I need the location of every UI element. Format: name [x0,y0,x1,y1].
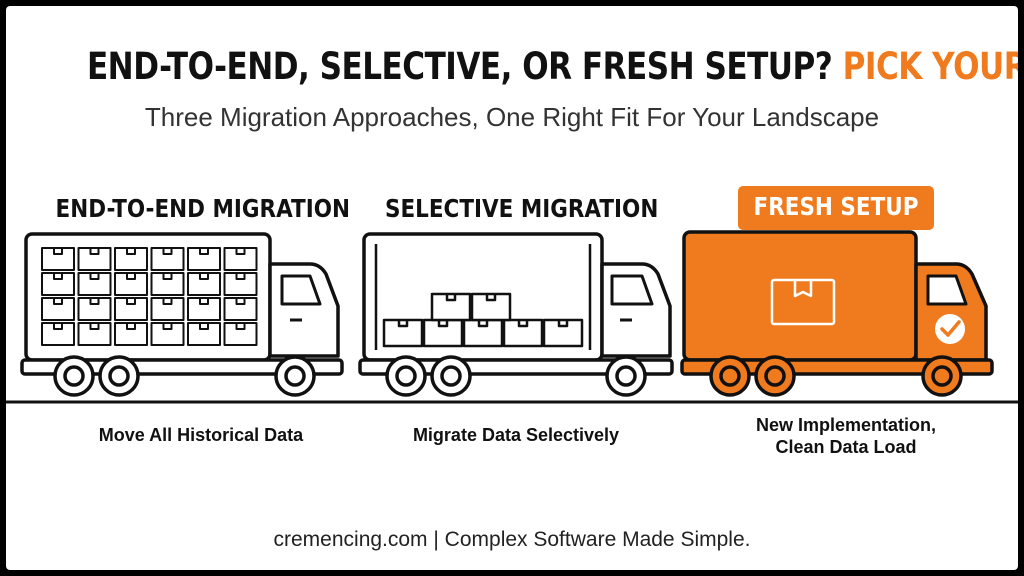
end-to-end-caption: Move All Historical Data [98,425,304,445]
cargo-box-tape [89,323,100,330]
selective-heading: SELECTIVE MIGRATION [385,194,659,223]
cargo-box [41,247,75,271]
fresh-setup-caption: New Implementation, Clean Data Load [696,414,996,458]
check-badge-icon [935,314,965,344]
cargo-box [77,247,112,271]
cargo-box-tape [235,248,246,255]
cargo-box [41,322,75,346]
cargo-box-tape [199,273,209,280]
fresh-setup-caption-line2: Clean Data Load [775,437,917,457]
cargo-box [223,322,258,346]
cargo-box-tape [557,320,569,328]
cargo-box [114,272,148,296]
cargo-box [542,318,584,348]
title-accent: PICK YOUR MOVE [842,45,1018,88]
cargo-box-tape [126,298,136,305]
page-title: END-TO-END, SELECTIVE, OR FRESH SETUP? P… [86,42,1018,92]
cargo-box [150,297,185,321]
cargo-box [77,272,112,296]
cargo-box-tape [199,298,209,305]
cargo-box-tape [199,248,209,255]
cargo-box [502,318,544,348]
cargo-box-tape [53,273,63,280]
cargo-box [150,247,185,271]
cargo-box-tape [162,298,173,305]
cargo-box [77,297,112,321]
cargo-box [223,272,258,296]
cargo-box [187,297,221,321]
cargo-box [114,322,148,346]
fresh-setup-heading: FRESH SETUP [753,192,919,221]
cargo-box-tape [235,323,246,330]
cargo-box [114,247,148,271]
cargo-box [430,292,472,322]
end-to-end-heading: END-TO-END MIGRATION [55,194,351,223]
cargo-box-tape [162,323,173,330]
cargo-box-tape [477,320,489,328]
cargo-box [187,247,221,271]
cargo-box-tape [162,273,173,280]
cargo-box-tape [397,320,409,328]
infographic-canvas: END-TO-END, SELECTIVE, OR FRESH SETUP? P… [6,6,1018,570]
cargo-box-tape [89,273,100,280]
partial-truck-icon [358,232,674,397]
cargo-box-tape [126,248,136,255]
cargo-box-tape [53,323,63,330]
cargo-box-tape [199,323,209,330]
cargo-box [462,318,504,348]
orange-truck-wheels [709,355,963,397]
cargo-box-tape [53,248,63,255]
cargo-box [187,322,221,346]
cargo-box-tape [162,248,173,255]
title-main: END-TO-END, SELECTIVE, OR FRESH SETUP? [86,45,833,88]
fresh-setup-badge [738,186,934,230]
full-truck-icon [20,232,344,397]
page-subtitle: Three Migration Approaches, One Right Fi… [144,102,880,132]
partial-cargo-boxes [382,292,584,348]
cargo-box [223,297,258,321]
full-cargo-boxes [41,247,258,346]
empty-box-icon [770,278,836,326]
cargo-box-tape [437,320,449,328]
cargo-box-tape [235,298,246,305]
cargo-box-tape [126,273,136,280]
cargo-box-tape [89,248,100,255]
trucks-illustration [6,230,1018,404]
cargo-box [150,322,185,346]
footer-text: cremencing.com | Complex Software Made S… [273,528,751,551]
cargo-box-tape [89,298,100,305]
cargo-box [223,247,258,271]
cargo-box-tape [517,320,529,328]
cargo-box [41,272,75,296]
partial-truck-wheels [385,355,647,397]
cargo-box-tape [485,294,497,302]
cargo-box [187,272,221,296]
cargo-box [470,292,512,322]
cargo-box [422,318,464,348]
cargo-box [114,297,148,321]
cargo-box-tape [126,323,136,330]
cargo-box [41,297,75,321]
cargo-box [77,322,112,346]
cargo-box-tape [235,273,246,280]
selective-caption: Migrate Data Selectively [412,425,620,445]
full-truck-wheels [53,355,316,397]
cargo-box [150,272,185,296]
orange-truck-check-icon [680,230,994,397]
cargo-box-tape [445,294,457,302]
cargo-box [382,318,424,348]
cargo-box-tape [53,298,63,305]
fresh-setup-caption-line1: New Implementation, [755,415,937,435]
